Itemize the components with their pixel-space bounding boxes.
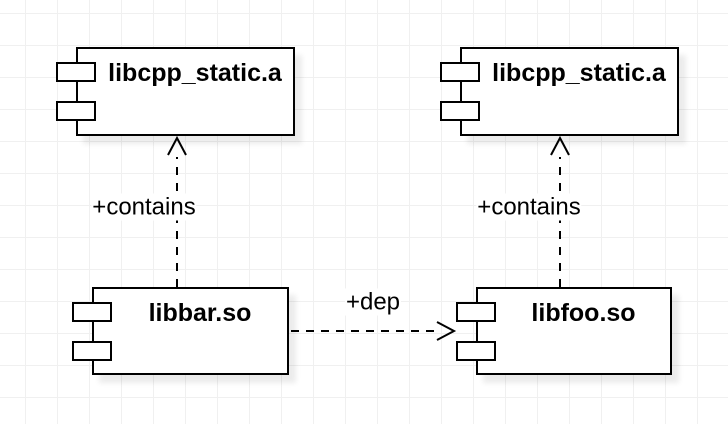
component-libfoo[interactable]: libfoo.so bbox=[456, 287, 672, 375]
edge-label-dep: +dep bbox=[344, 288, 402, 316]
port-rect-icon bbox=[440, 62, 480, 82]
port-rect-icon bbox=[440, 101, 480, 121]
component-label: libcpp_static.a bbox=[108, 59, 282, 87]
component-libcpp-static-right[interactable]: libcpp_static.a bbox=[440, 47, 679, 136]
edge-libbar-to-libfoo[interactable] bbox=[291, 321, 457, 341]
component-libbar[interactable]: libbar.so bbox=[72, 287, 289, 375]
port-rect-icon bbox=[72, 341, 112, 361]
component-label: libcpp_static.a bbox=[492, 59, 666, 87]
port-rect-icon bbox=[56, 101, 96, 121]
port-rect-icon bbox=[456, 341, 496, 361]
port-rect-icon bbox=[456, 302, 496, 322]
component-label: libbar.so bbox=[148, 299, 252, 327]
edge-libbar-to-libcpp-left[interactable] bbox=[167, 135, 187, 287]
component-label: libfoo.so bbox=[531, 299, 636, 327]
edge-libfoo-to-libcpp-right[interactable] bbox=[550, 135, 570, 287]
port-rect-icon bbox=[72, 302, 112, 322]
port-rect-icon bbox=[56, 62, 96, 82]
edge-label-contains-right: +contains bbox=[476, 193, 582, 221]
component-libcpp-static-left[interactable]: libcpp_static.a bbox=[56, 47, 295, 136]
edge-label-contains-left: +contains bbox=[91, 193, 197, 221]
